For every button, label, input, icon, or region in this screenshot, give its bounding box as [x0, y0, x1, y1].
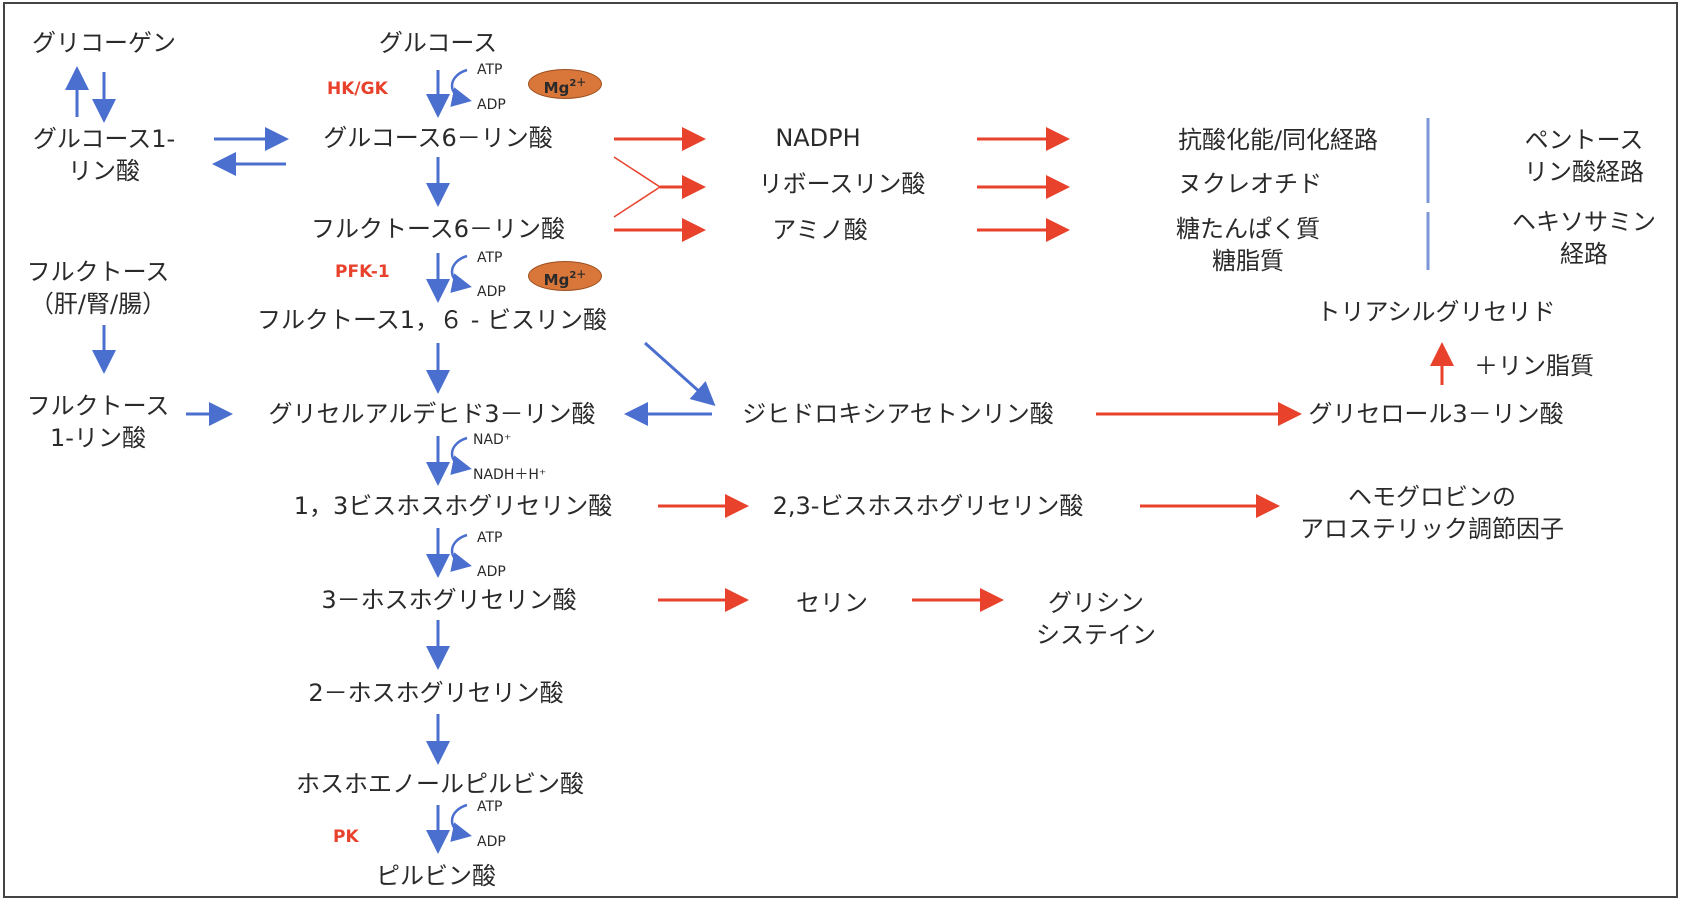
cofactor-nad: NAD⁺ — [473, 432, 512, 448]
pathway-hexosamine: ヘキソサミン 経路 — [1512, 206, 1656, 270]
pathway-hexosamine-line2: 経路 — [1560, 240, 1608, 268]
node-glucose-1-phosphate: グルコース1- リン酸 — [33, 123, 175, 187]
node-glucose: グルコース — [378, 29, 498, 57]
cofactor-adp-4: ADP — [477, 834, 506, 850]
pathway-pentose-phosphate: ペントース リン酸経路 — [1524, 124, 1644, 188]
curl-atp-adp-3 — [450, 533, 472, 572]
diagram-frame — [3, 2, 1678, 898]
cofactor-nadh: NADH＋H⁺ — [473, 467, 547, 483]
connector-g6p-f6p-ribose — [613, 156, 662, 218]
node-glycine: グリシン — [1048, 589, 1144, 617]
node-triacylglyceride: トリアシルグリセリド — [1316, 298, 1556, 326]
mg-ion-badge-1: Mg2＋ — [528, 69, 602, 99]
node-glycogen: グリコーゲン — [32, 29, 176, 57]
mg-ion-badge-2: Mg2＋ — [528, 261, 602, 291]
node-glycine-cysteine: グリシン システイン — [1036, 587, 1156, 651]
enzyme-hk-gk: HK/GK — [327, 79, 388, 99]
node-fructose-1-6-bisphosphate: フルクトース1，６ - ビスリン酸 — [257, 306, 607, 334]
cofactor-atp-4: ATP — [477, 799, 503, 815]
node-phospholipid: ＋リン脂質 — [1474, 352, 1594, 380]
node-serine: セリン — [796, 589, 868, 617]
cofactor-atp-3: ATP — [477, 530, 503, 546]
mg-ion-charge: 2＋ — [569, 270, 587, 281]
node-2-3-bisphosphoglycerate: 2,3-ビスホスホグリセリン酸 — [772, 492, 1084, 520]
node-amino-acids: アミノ酸 — [772, 216, 868, 244]
node-glucose-6-phosphate: グルコース6－リン酸 — [323, 124, 553, 152]
node-f1p-line1: フルクトース — [26, 392, 170, 420]
node-cysteine: システイン — [1036, 621, 1156, 649]
node-fructose: フルクトース （肝/腎/腸） — [27, 256, 170, 320]
node-phosphoenolpyruvate: ホスホエノールピルビン酸 — [296, 770, 584, 798]
node-hemoglobin-modulator: ヘモグロビンの アロステリック調節因子 — [1300, 481, 1564, 545]
curl-atp-adp-2 — [450, 254, 472, 293]
enzyme-pfk-1: PFK-1 — [335, 262, 390, 282]
pathway-pentose-line1: ペントース — [1524, 126, 1644, 154]
node-nadph: NADPH — [775, 124, 861, 152]
cofactor-atp-1: ATP — [477, 62, 503, 78]
mg-ion-symbol: Mg — [543, 271, 570, 289]
curl-atp-adp-4 — [450, 803, 472, 842]
mg-ion-symbol: Mg — [543, 79, 570, 97]
arrow-f16bp-to-dhap — [644, 341, 716, 406]
node-glycerol-3-phosphate: グリセロール3－リン酸 — [1308, 400, 1564, 428]
node-glycoprotein-glycolipid: 糖たんぱく質 糖脂質 — [1176, 213, 1320, 277]
node-fructose-line2: （肝/腎/腸） — [29, 290, 167, 318]
curl-nad-nadh — [450, 436, 472, 475]
pathway-pentose-line2: リン酸経路 — [1524, 158, 1644, 186]
node-antioxidant-anabolic: 抗酸化能/同化経路 — [1177, 126, 1379, 154]
node-1-3-bisphosphoglycerate: 1，3ビスホスホグリセリン酸 — [293, 492, 613, 520]
cofactor-adp-1: ADP — [477, 97, 506, 113]
node-g1p-line1: グルコース1- — [32, 125, 176, 153]
node-3-phosphoglycerate: 3－ホスホグリセリン酸 — [321, 586, 577, 614]
node-ribose-phosphate: リボースリン酸 — [758, 170, 926, 198]
node-hb-line2: アロステリック調節因子 — [1300, 515, 1564, 543]
cofactor-adp-3: ADP — [477, 564, 506, 580]
pathway-hexosamine-line1: ヘキソサミン — [1512, 208, 1656, 236]
node-fructose-1-phosphate: フルクトース 1-リン酸 — [27, 390, 170, 454]
node-f1p-line2: 1-リン酸 — [50, 424, 146, 452]
node-2-phosphoglycerate: 2－ホスホグリセリン酸 — [308, 679, 564, 707]
curl-atp-adp-1 — [450, 68, 472, 107]
mg-ion-charge: 2＋ — [569, 78, 587, 89]
node-nucleotide: ヌクレオチド — [1178, 170, 1322, 198]
node-glycolipid: 糖脂質 — [1212, 247, 1284, 275]
node-pyruvate: ピルビン酸 — [376, 862, 496, 890]
cofactor-adp-2: ADP — [477, 284, 506, 300]
node-fructose-6-phosphate: フルクトース6－リン酸 — [310, 215, 566, 243]
cofactor-atp-2: ATP — [477, 250, 503, 266]
node-dihydroxyacetone-phosphate: ジヒドロキシアセトンリン酸 — [742, 400, 1054, 428]
node-glyceraldehyde-3-phosphate: グリセルアルデヒド3－リン酸 — [268, 400, 596, 428]
node-fructose-line1: フルクトース — [26, 258, 170, 286]
node-glycoprotein: 糖たんぱく質 — [1176, 215, 1320, 243]
node-g1p-line2: リン酸 — [68, 157, 140, 185]
node-hb-line1: ヘモグロビンの — [1348, 483, 1516, 511]
enzyme-pk: PK — [333, 827, 359, 847]
